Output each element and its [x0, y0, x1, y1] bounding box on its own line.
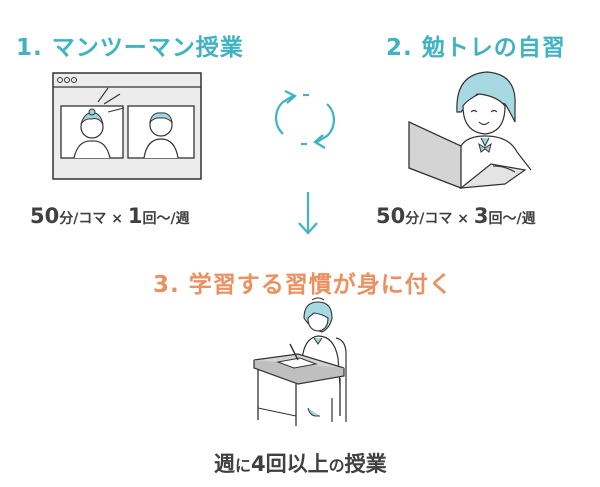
step2-unit: 分/コマ × — [405, 211, 474, 227]
step3-tail: 回以上 — [265, 452, 329, 476]
step2-count: 3 — [473, 204, 489, 228]
step2-tail: 回〜/週 — [488, 211, 536, 227]
cycle-arrows-icon — [275, 90, 335, 149]
step1-caption: 50分/コマ × 1回〜/週 — [30, 204, 190, 228]
step2-title: 2. 勉トレの自習 — [386, 35, 566, 61]
step2-caption: 50分/コマ × 3回〜/週 — [376, 204, 536, 228]
down-arrow-icon — [298, 192, 318, 235]
step1-count: 1 — [127, 204, 143, 228]
step2-minutes: 50 — [376, 204, 406, 228]
step3-count: 4 — [251, 452, 266, 476]
student-desk-illustration — [253, 297, 347, 426]
step1-tail: 回〜/週 — [142, 211, 190, 227]
step1-minutes: 50 — [30, 204, 60, 228]
video-call-window-icon — [52, 72, 202, 180]
step3-pre: 週 — [214, 452, 235, 476]
step1-unit: 分/コマ × — [59, 211, 128, 227]
step3-end: 授業 — [344, 452, 387, 476]
student-laptop-illustration — [408, 71, 532, 189]
step3-caption: 週に4回以上の授業 — [214, 448, 387, 478]
step3-title: 3. 学習する習慣が身に付く — [153, 272, 453, 298]
step3-small2: の — [328, 456, 345, 475]
step1-title: 1. マンツーマン授業 — [16, 35, 244, 61]
step3-small: に — [235, 456, 252, 475]
